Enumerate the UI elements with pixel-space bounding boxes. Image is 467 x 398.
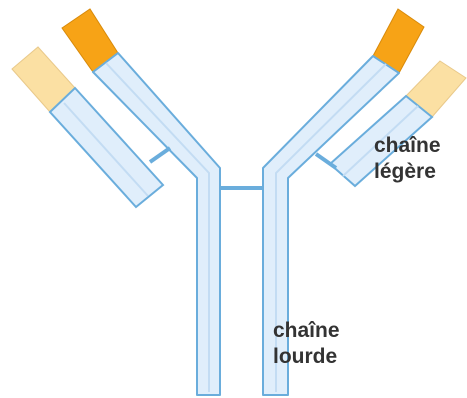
- light-chain-label: chaîne légère: [374, 133, 441, 185]
- light-chain-left: [12, 47, 163, 207]
- heavy-chain-label-line-2: lourde: [273, 344, 340, 370]
- light-chain-label-line-2: légère: [374, 159, 441, 185]
- disulfide-bond-left: [150, 148, 170, 162]
- light-chain-label-line-1: chaîne: [374, 133, 441, 159]
- heavy-chain-label: chaîne lourde: [273, 318, 340, 370]
- heavy-chain-left-constant-region: [93, 53, 220, 395]
- heavy-chain-label-line-1: chaîne: [273, 318, 340, 344]
